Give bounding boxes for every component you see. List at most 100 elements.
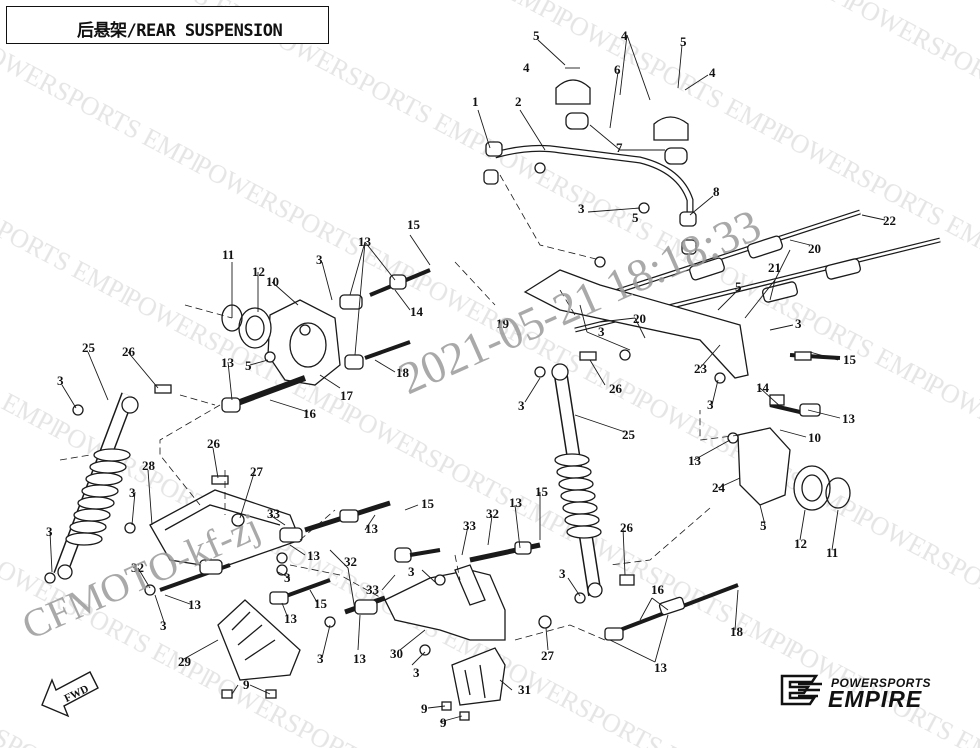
callout-10: 10 bbox=[266, 274, 279, 289]
callout-16: 16 bbox=[651, 582, 665, 597]
callout-5: 5 bbox=[533, 28, 540, 43]
callout-27: 27 bbox=[250, 464, 264, 479]
callout-13: 13 bbox=[221, 355, 235, 370]
callout-3: 3 bbox=[578, 201, 585, 216]
callout-5: 5 bbox=[245, 358, 252, 373]
callout-33: 33 bbox=[366, 582, 380, 597]
callout-3: 3 bbox=[57, 373, 64, 388]
callout-15: 15 bbox=[407, 217, 421, 232]
callout-13: 13 bbox=[688, 453, 702, 468]
callout-2: 2 bbox=[515, 94, 522, 109]
callout-33: 33 bbox=[267, 506, 281, 521]
callout-18: 18 bbox=[396, 365, 410, 380]
callout-20: 20 bbox=[633, 311, 646, 326]
shock-spring-left bbox=[65, 448, 131, 546]
callout-3: 3 bbox=[284, 570, 291, 585]
callout-7: 7 bbox=[616, 140, 623, 155]
callout-13: 13 bbox=[284, 611, 298, 626]
callout-30: 30 bbox=[390, 646, 403, 661]
callout-32: 32 bbox=[486, 506, 499, 521]
callout-3: 3 bbox=[160, 618, 167, 633]
callout-3: 3 bbox=[413, 665, 420, 680]
callout-27: 27 bbox=[541, 648, 555, 663]
brand-logo: POWERSPORTS EMPIRE bbox=[776, 670, 956, 712]
callout-13: 13 bbox=[358, 234, 372, 249]
callout-3: 3 bbox=[316, 252, 323, 267]
callout-9: 9 bbox=[421, 701, 428, 716]
knuckle-right bbox=[737, 427, 791, 506]
callout-3: 3 bbox=[317, 651, 324, 666]
callout-25: 25 bbox=[82, 340, 96, 355]
callout-24: 24 bbox=[712, 480, 726, 495]
callout-26: 26 bbox=[609, 381, 623, 396]
skid-plate-left bbox=[217, 599, 301, 681]
callout-17: 17 bbox=[340, 388, 354, 403]
bushing-left bbox=[565, 112, 589, 130]
callout-12: 12 bbox=[252, 264, 265, 279]
callout-13: 13 bbox=[365, 521, 379, 536]
brand-emblem-icon bbox=[780, 674, 822, 706]
callout-13: 13 bbox=[842, 411, 856, 426]
title-box: 后悬架/REAR SUSPENSION bbox=[6, 6, 329, 44]
callout-13: 13 bbox=[509, 495, 523, 510]
callout-13: 13 bbox=[353, 651, 367, 666]
callout-15: 15 bbox=[843, 352, 857, 367]
page-title: 后悬架/REAR SUSPENSION bbox=[77, 21, 283, 41]
callout-16: 16 bbox=[303, 406, 317, 421]
callout-3: 3 bbox=[408, 564, 415, 579]
upper-arm bbox=[523, 269, 749, 379]
callout-18: 18 bbox=[730, 624, 744, 639]
brand-tagline: POWERSPORTS bbox=[831, 676, 931, 690]
callout-14: 14 bbox=[756, 380, 770, 395]
callout-3: 3 bbox=[518, 398, 525, 413]
callout-9: 9 bbox=[440, 715, 447, 730]
callout-13: 13 bbox=[188, 597, 202, 612]
callout-12: 12 bbox=[794, 536, 807, 551]
callout-11: 11 bbox=[222, 247, 234, 262]
callout-3: 3 bbox=[707, 397, 714, 412]
callout-26: 26 bbox=[207, 436, 221, 451]
callout-28: 28 bbox=[142, 458, 156, 473]
nut bbox=[534, 366, 546, 378]
callout-5: 5 bbox=[760, 518, 767, 533]
callout-31: 31 bbox=[518, 682, 531, 697]
shock-spring-right bbox=[554, 453, 602, 539]
callout-6: 6 bbox=[614, 62, 621, 77]
callout-11: 11 bbox=[826, 545, 838, 560]
stabilizer-bracket-left bbox=[555, 79, 591, 105]
callout-4: 4 bbox=[621, 28, 628, 43]
callout-21: 21 bbox=[768, 260, 781, 275]
callout-3: 3 bbox=[598, 324, 605, 339]
link-nut bbox=[485, 141, 503, 157]
callout-3: 3 bbox=[795, 316, 802, 331]
parts-artwork bbox=[44, 79, 941, 721]
callout-8: 8 bbox=[713, 184, 720, 199]
callout-4: 4 bbox=[523, 60, 530, 75]
callout-13: 13 bbox=[654, 660, 668, 675]
callout-3: 3 bbox=[559, 566, 566, 581]
snap-ring-right bbox=[825, 477, 851, 509]
callout-4: 4 bbox=[709, 65, 716, 80]
callout-5: 5 bbox=[680, 34, 687, 49]
callout-15: 15 bbox=[314, 596, 328, 611]
callout-32: 32 bbox=[344, 554, 357, 569]
callout-10: 10 bbox=[808, 430, 821, 445]
callout-15: 15 bbox=[535, 484, 549, 499]
callout-14: 14 bbox=[410, 304, 424, 319]
brand-name: EMPIRE bbox=[828, 686, 923, 712]
callout-25: 25 bbox=[622, 427, 636, 442]
callout-23: 23 bbox=[694, 361, 708, 376]
stabilizer-bracket-right bbox=[653, 116, 689, 141]
callout-labels: 1 2 5 4 5 4 4 6 7 3 8 5 22 20 21 5 3 20 … bbox=[46, 28, 896, 730]
callout-5: 5 bbox=[632, 210, 639, 225]
callout-5: 5 bbox=[735, 279, 742, 294]
callout-9: 9 bbox=[243, 677, 250, 692]
callout-19: 19 bbox=[496, 316, 510, 331]
callout-20: 20 bbox=[808, 241, 821, 256]
callout-3: 3 bbox=[129, 485, 136, 500]
callout-32: 32 bbox=[131, 560, 144, 575]
callout-13: 13 bbox=[307, 548, 321, 563]
callout-26: 26 bbox=[620, 520, 634, 535]
leader-lines bbox=[49, 34, 886, 723]
